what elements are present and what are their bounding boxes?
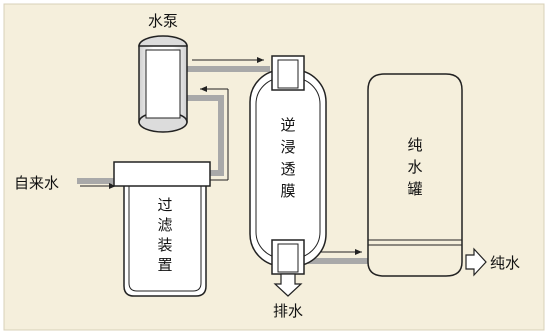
pure-water-tank — [367, 73, 463, 277]
pipe-filter-out — [208, 170, 224, 176]
drain-arrow — [273, 273, 303, 297]
pump-label: 水泵 — [148, 12, 178, 30]
ro-membrane — [249, 55, 327, 275]
membrane-label-3: 透 — [280, 160, 295, 178]
drain-label: 排水 — [273, 302, 303, 320]
membrane-label-4: 膜 — [280, 182, 295, 200]
membrane-label-2: 浸 — [280, 138, 295, 156]
pipe-pump-out — [186, 66, 270, 72]
tank-label-2: 水 — [407, 158, 422, 176]
pure-water-out-label: 纯水 — [490, 254, 520, 272]
tank-label-1: 纯 — [407, 136, 422, 154]
filter-label-4: 置 — [157, 256, 172, 274]
pipe-to-tank — [308, 258, 370, 264]
filter-label-2: 滤 — [157, 216, 172, 234]
filter-label-3: 装 — [157, 236, 172, 254]
tap-water-label: 自来水 — [14, 174, 59, 192]
filter-label-1: 过 — [157, 196, 172, 214]
outlet-arrow — [465, 247, 487, 277]
pipe-to-pump-in — [186, 95, 224, 101]
pipe-riser — [218, 95, 224, 176]
water-pump — [138, 35, 188, 133]
pipe-tap-in — [77, 178, 119, 184]
membrane-label-1: 逆 — [280, 116, 295, 134]
tank-label-3: 罐 — [407, 180, 422, 198]
filter-unit — [113, 161, 211, 297]
